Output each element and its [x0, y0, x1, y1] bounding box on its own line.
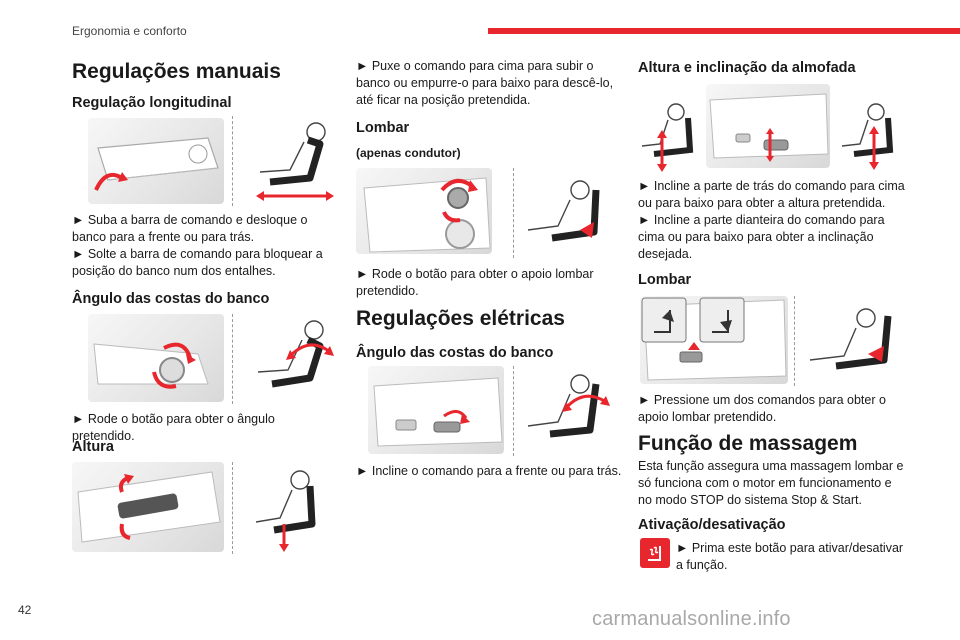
heading-backrest-electric: Ângulo das costas do banco: [356, 345, 554, 361]
seat-rail-photo: [88, 118, 224, 204]
separator: [232, 314, 233, 404]
heading-backrest-manual: Ângulo das costas do banco: [72, 291, 270, 307]
lumbar-knob-icon: [447, 187, 469, 209]
height-lever-photo: [72, 462, 224, 552]
seat-diagram-electric-backrest: [520, 368, 612, 454]
title-massage-function: Função de massagem: [638, 432, 858, 455]
lever-arrow-icon: [94, 173, 124, 191]
note-driver-only: (apenas condutor): [356, 146, 461, 160]
text-activation: ► Prima este botão para ativar/desativar…: [676, 541, 904, 572]
electric-switch-icon: [433, 421, 461, 433]
lumbar-knob-photo: [356, 168, 492, 254]
text-cushion-1: ► Incline a parte de trás do comando par…: [638, 179, 905, 210]
seat-diagram-cushion-height: [638, 100, 708, 172]
watermark: carmanualsonline.info: [592, 608, 791, 630]
cushion-switch-icon: [763, 139, 789, 151]
heading-cushion: Altura e inclinação da almofada: [638, 60, 856, 76]
header-accent-bar: [488, 28, 960, 34]
heading-lumbar-manual: Lombar: [356, 120, 410, 136]
backrest-knob-photo: [88, 314, 224, 402]
text-height: ► Puxe o comando para cima para subir o …: [356, 59, 614, 107]
lumbar-down-button-icon: [699, 297, 745, 343]
title-electric-adjustments: Regulações elétricas: [356, 307, 565, 330]
lumbar-arrow-icon: [580, 222, 594, 238]
running-header: Ergonomia e conforto: [72, 24, 187, 38]
separator: [232, 462, 233, 554]
heading-height: Altura: [72, 439, 114, 455]
heading-activation: Ativação/desativação: [638, 517, 786, 533]
massage-button-icon: [640, 538, 670, 568]
lumbar-up-button-icon: [641, 297, 687, 343]
text-backrest-electric: ► Incline o comando para a frente ou par…: [356, 464, 622, 478]
heading-longitudinal: Regulação longitudinal: [72, 95, 232, 111]
text-massage: Esta função assegura uma massagem lombar…: [638, 459, 904, 507]
text-longitudinal-1: ► Suba a barra de comando e desloque o b…: [72, 213, 308, 244]
text-backrest-manual: ► Rode o botão para obter o ângulo prete…: [72, 412, 275, 443]
title-manual-adjustments: Regulações manuais: [72, 60, 281, 83]
separator: [513, 366, 514, 456]
separator: [232, 116, 233, 206]
electric-backrest-photo: [368, 366, 504, 454]
seat-diagram-backrest: [250, 316, 338, 402]
text-lumbar-manual: ► Rode o botão para obter o apoio lombar…: [356, 267, 594, 298]
text-lumbar-electric: ► Pressione um dos comandos para obter o…: [638, 393, 886, 424]
seat-diagram-longitudinal: [250, 118, 338, 204]
separator: [794, 296, 795, 386]
cushion-switch-photo: [706, 84, 830, 168]
height-lever-icon: [117, 493, 179, 519]
seat-diagram-height: [250, 464, 338, 554]
seat-diagram-lumbar: [522, 172, 612, 258]
page-number: 42: [18, 603, 32, 617]
seat-rail-drawing: [94, 137, 219, 191]
text-cushion-2: ► Incline a parte dianteira do comando p…: [638, 213, 885, 261]
heading-lumbar-electric: Lombar: [638, 272, 692, 288]
lumbar-buttons-photo: [640, 296, 788, 384]
separator: [513, 168, 514, 258]
text-longitudinal-2: ► Solte a barra de comando para bloquear…: [72, 247, 323, 278]
curved-arrow-icon: [288, 343, 331, 358]
seat-diagram-lumbar-electric: [804, 300, 900, 386]
knob-icon: [159, 357, 185, 383]
seat-diagram-cushion-tilt: [838, 100, 908, 172]
